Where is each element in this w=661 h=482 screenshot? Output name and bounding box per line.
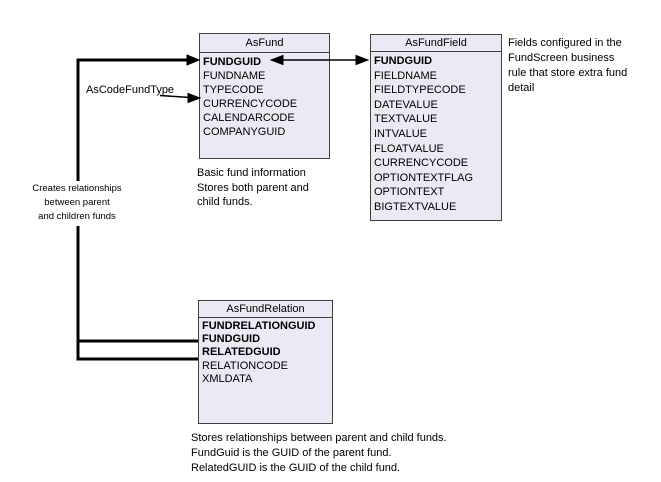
arrowhead-right-icon xyxy=(355,54,370,66)
caption-asfund: Basic fund information Stores both paren… xyxy=(197,167,309,208)
arrowhead-into-fundguid xyxy=(186,54,201,66)
table-row: FLOATVALUE xyxy=(374,142,444,155)
table-row: INTVALUE xyxy=(374,127,427,140)
table-asfundfield-title: AsFundField xyxy=(371,35,501,52)
table-row: COMPANYGUID xyxy=(203,126,286,138)
table-row: RELATIONCODE xyxy=(202,359,288,372)
table-row: FUNDGUID xyxy=(203,56,262,68)
table-row: DATEVALUE xyxy=(374,98,438,111)
table-row: FUNDRELATIONGUID xyxy=(202,320,316,332)
caption-asfundfield: Fields configured in the FundScreen busi… xyxy=(508,37,628,94)
table-asfundrelation-title: AsFundRelation xyxy=(199,301,332,318)
table-asfundfield: AsFundField FUNDGUID FIELDNAME FIELDTYPECO… xyxy=(370,34,502,221)
table-row: TEXTVALUE xyxy=(374,113,438,126)
table-row: BIGTEXTVALUE xyxy=(374,200,457,213)
table-row: XMLDATA xyxy=(202,372,253,385)
table-row: FUNDGUID xyxy=(374,55,433,67)
table-asfund-rows: FUNDGUID FUNDNAME TYPECODE CURRENCYCODE CALE… xyxy=(200,53,329,139)
caption-asfundrelation: Stores relationships between parent and … xyxy=(191,432,447,474)
table-row: RELATEDGUID xyxy=(202,346,281,359)
table-row: TYPECODE xyxy=(203,84,264,96)
table-row: FUNDNAME xyxy=(203,70,266,82)
table-asfund-title: AsFund xyxy=(200,34,329,53)
table-row: FIELDTYPECODE xyxy=(374,84,466,97)
table-row: CURRENCYCODE xyxy=(203,98,298,110)
table-row: CALENDARCODE xyxy=(203,112,295,124)
label-creates-relationships: Creates relationships between parent and… xyxy=(17,181,137,226)
table-row: FUNDGUID xyxy=(202,333,261,346)
table-row: OPTIONTEXT xyxy=(374,186,445,199)
table-row: OPTIONTEXTFLAG xyxy=(374,171,474,184)
label-ascodefundtype: AsCodeFundType xyxy=(86,84,175,96)
table-row: FIELDNAME xyxy=(374,69,437,82)
table-row: CURRENCYCODE xyxy=(374,157,469,170)
table-asfund: AsFund FUNDGUID FUNDNAME TYPECODE CURRENCYC… xyxy=(199,33,330,159)
